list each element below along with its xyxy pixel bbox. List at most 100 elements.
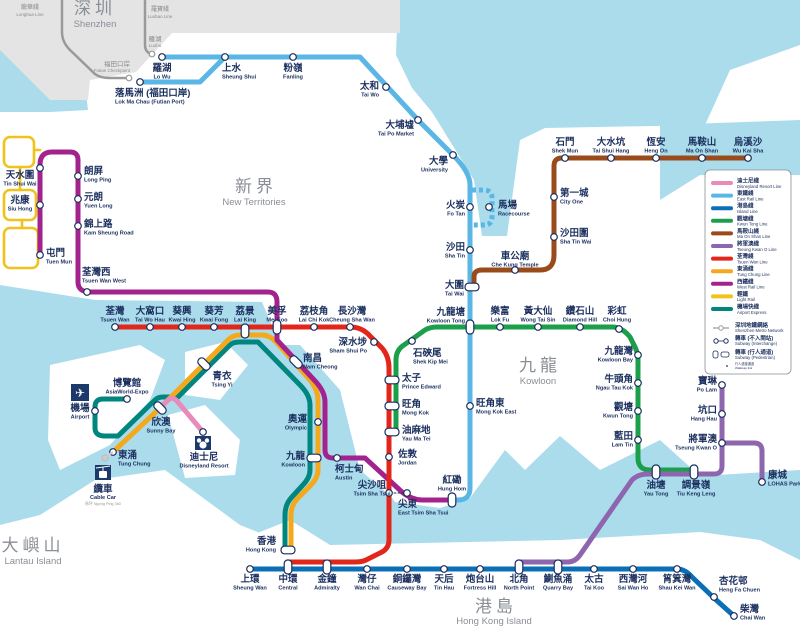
station-marker[interactable] [466,246,474,254]
interchange-marker[interactable] [384,401,400,411]
station-marker[interactable] [485,203,493,211]
station-marker[interactable] [36,251,44,259]
interchange-marker[interactable] [283,559,293,575]
station-marker[interactable] [615,325,623,333]
tung-chung-line[interactable] [110,332,321,553]
futian-checkpoint-station[interactable] [125,74,133,82]
station-marker[interactable] [466,203,474,211]
station-marker[interactable] [289,53,297,61]
interchange-marker[interactable] [322,559,332,575]
station-marker[interactable] [74,222,82,230]
station-marker[interactable] [136,78,144,86]
station-marker[interactable] [449,151,457,159]
interchange-marker[interactable] [384,427,400,437]
station-marker[interactable] [629,565,637,573]
airport-express-line[interactable] [92,339,313,553]
interchange-marker[interactable] [306,453,322,463]
interchange-marker[interactable] [196,356,211,371]
station-marker[interactable] [314,418,322,426]
station-marker[interactable] [634,351,642,359]
interchange-marker[interactable] [514,559,524,575]
station-marker[interactable] [36,164,44,172]
interchange-marker[interactable] [464,282,480,292]
station-marker[interactable] [310,323,318,331]
station-marker[interactable] [634,407,642,415]
station-marker[interactable] [476,565,484,573]
station-marker[interactable] [333,454,341,462]
interchange-marker[interactable] [384,375,400,385]
interchange-marker[interactable] [553,559,563,575]
station-marker[interactable] [634,436,642,444]
station-marker[interactable] [710,593,718,601]
station-marker[interactable] [91,407,99,415]
interchange-marker[interactable] [152,400,167,415]
station-lok-ma-chau[interactable]: 落馬洲 (福田口岸)Lok Ma Chau (Futian Port) [115,78,190,106]
station-marker[interactable] [607,154,615,162]
station-marker[interactable] [221,53,229,61]
interchange-marker[interactable] [288,354,303,369]
station-marker[interactable] [408,337,416,345]
station-marker[interactable] [511,266,519,274]
station-marker[interactable] [550,233,558,241]
east-rail-racecourse-spur[interactable] [472,187,495,228]
station-marker[interactable] [590,565,598,573]
station-marker[interactable] [199,428,207,436]
station-marker[interactable] [178,323,186,331]
station-marker[interactable] [123,395,131,403]
disneyland-resort-line[interactable] [157,395,206,435]
interchange-marker[interactable] [240,323,250,339]
station-marker[interactable] [403,489,411,497]
station-marker[interactable] [370,338,378,346]
station-marker[interactable] [382,83,390,91]
station-marker[interactable] [718,381,726,389]
station-marker[interactable] [210,323,218,331]
station-marker[interactable] [466,402,474,410]
